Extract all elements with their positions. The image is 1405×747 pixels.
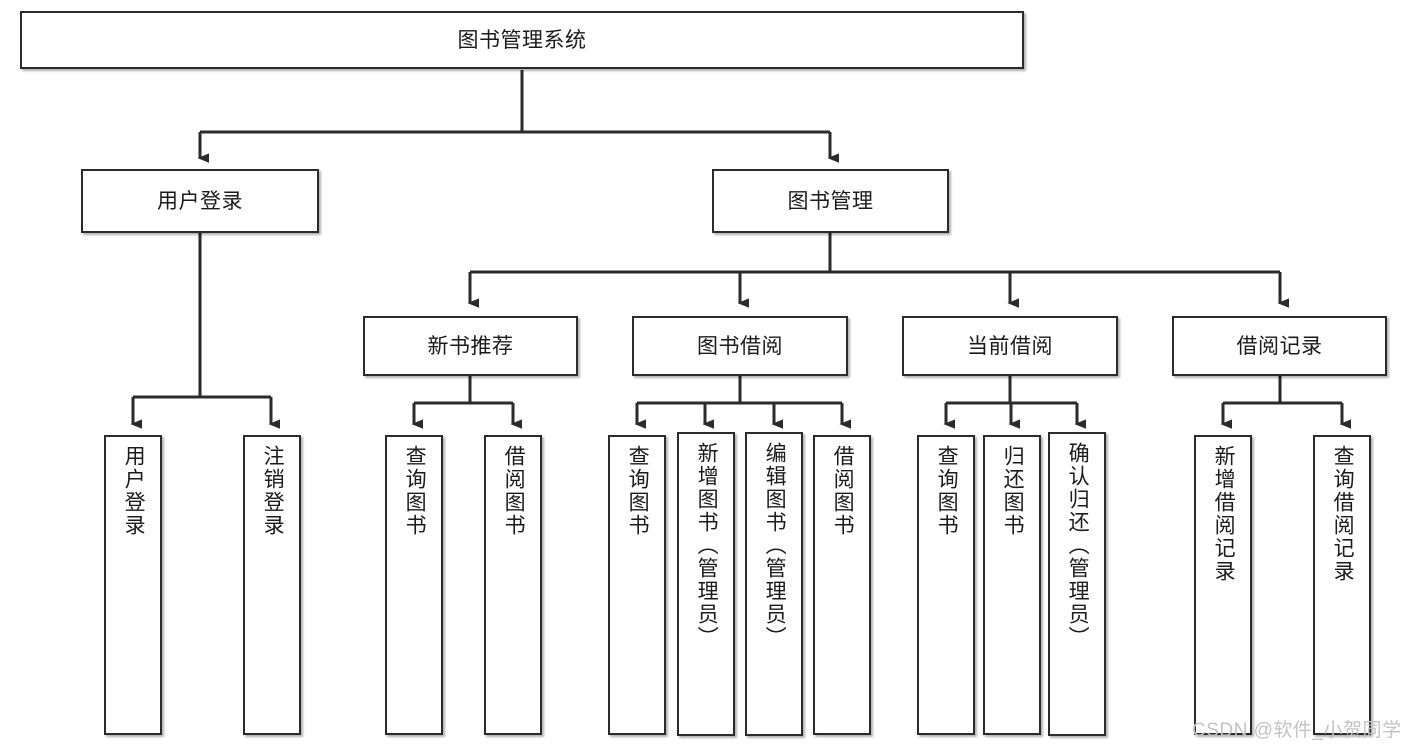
node-book-borrow-label: 图书借阅: [697, 334, 783, 358]
node-current-borrow[interactable]: 当前借阅: [902, 316, 1118, 376]
leaf-add-record[interactable]: 新增借阅记录: [1194, 435, 1252, 735]
csdn-watermark: CSDN @软件_小贺同学: [1192, 720, 1402, 741]
leaf-edit-book[interactable]: 编辑图书（管理员）: [745, 432, 803, 736]
node-borrow-record[interactable]: 借阅记录: [1172, 316, 1387, 376]
node-book-manage-label: 图书管理: [787, 189, 874, 213]
leaf-query-book-3-label: 查询图书: [935, 445, 959, 537]
leaf-query-book-3[interactable]: 查询图书: [917, 435, 975, 735]
leaf-add-book-label: 新增图书（管理员）: [695, 442, 719, 649]
leaf-query-book-2[interactable]: 查询图书: [608, 435, 666, 735]
leaf-add-book[interactable]: 新增图书（管理员）: [677, 432, 735, 736]
leaf-return-book-label: 归还图书: [1001, 445, 1025, 537]
leaf-confirm-return[interactable]: 确认归还（管理员）: [1048, 432, 1106, 736]
leaf-query-record-label: 查询借阅记录: [1331, 445, 1355, 583]
leaf-return-book[interactable]: 归还图书: [983, 435, 1041, 735]
node-root[interactable]: 图书管理系统: [20, 11, 1024, 69]
leaf-query-book-1-label: 查询图书: [403, 445, 427, 537]
leaf-add-record-label: 新增借阅记录: [1212, 445, 1236, 583]
leaf-confirm-return-label: 确认归还（管理员）: [1066, 442, 1090, 649]
leaf-edit-book-label: 编辑图书（管理员）: [763, 442, 787, 649]
node-user-login-label: 用户登录: [157, 189, 243, 213]
leaf-borrow-book-1-label: 借阅图书: [502, 445, 526, 537]
node-new-book-recommend[interactable]: 新书推荐: [363, 316, 578, 376]
leaf-query-book-1[interactable]: 查询图书: [385, 435, 443, 735]
leaf-borrow-book-2[interactable]: 借阅图书: [813, 435, 871, 735]
node-user-login[interactable]: 用户登录: [81, 169, 319, 233]
leaf-user-login-label: 用户登录: [122, 445, 146, 537]
leaf-query-book-2-label: 查询图书: [626, 445, 650, 537]
leaf-borrow-book-2-label: 借阅图书: [831, 445, 855, 537]
node-new-book-recommend-label: 新书推荐: [427, 334, 514, 358]
leaf-user-login[interactable]: 用户登录: [104, 435, 162, 735]
node-root-label: 图书管理系统: [457, 28, 587, 52]
leaf-logout-label: 注销登录: [261, 445, 285, 537]
leaf-borrow-book-1[interactable]: 借阅图书: [484, 435, 542, 735]
node-book-manage[interactable]: 图书管理: [712, 169, 949, 233]
leaf-query-record[interactable]: 查询借阅记录: [1313, 435, 1371, 735]
leaf-logout[interactable]: 注销登录: [243, 435, 301, 735]
node-current-borrow-label: 当前借阅: [967, 334, 1053, 358]
node-borrow-record-label: 借阅记录: [1236, 334, 1323, 358]
node-book-borrow[interactable]: 图书借阅: [632, 316, 848, 376]
